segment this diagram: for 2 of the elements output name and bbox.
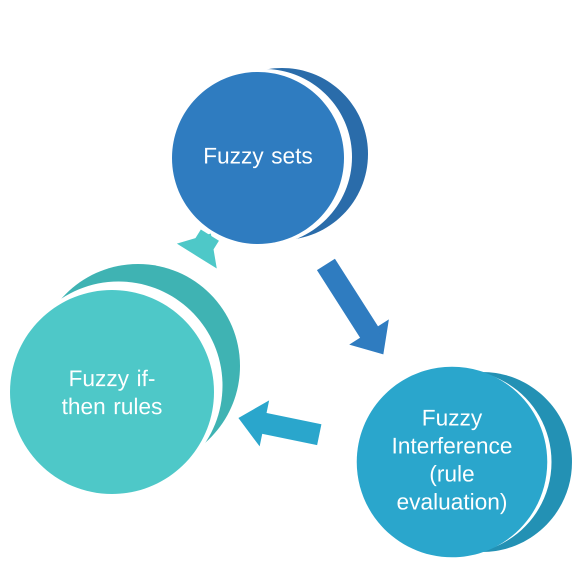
node-label: Fuzzy if- then rules: [62, 370, 162, 414]
node-label: Fuzzy sets: [205, 148, 312, 168]
